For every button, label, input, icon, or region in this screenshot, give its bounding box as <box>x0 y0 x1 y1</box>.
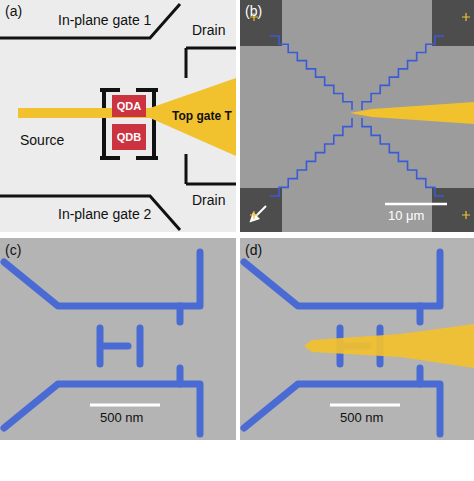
quantum-dot-box: QDA <box>112 95 146 117</box>
contact-label: Drain <box>192 22 225 38</box>
node-label: Top gate T <box>172 110 232 124</box>
scale-label: 500 nm <box>340 411 383 426</box>
panel-label: (c) <box>5 242 21 258</box>
panel-label: (b) <box>245 3 262 19</box>
gate-label: In-plane gate 2 <box>58 206 151 222</box>
panel-label: (d) <box>245 242 262 258</box>
sem-detail-gate-panel <box>240 238 474 440</box>
top-gate-shape: Top gate T <box>150 78 236 156</box>
sem-overview-panel <box>240 0 474 232</box>
node-label: QDB <box>117 131 141 144</box>
node-label: QDA <box>117 100 141 113</box>
schematic-panel <box>0 0 236 232</box>
scale-label: 10 μm <box>388 209 424 224</box>
gate-label: In-plane gate 1 <box>58 12 151 28</box>
contact-label: Source <box>20 132 64 148</box>
contact-label: Drain <box>192 192 225 208</box>
quantum-dot-box: QDB <box>112 124 146 150</box>
scale-label: 500 nm <box>100 411 143 426</box>
panel-label: (a) <box>5 3 22 19</box>
sem-detail-panel <box>0 238 236 440</box>
